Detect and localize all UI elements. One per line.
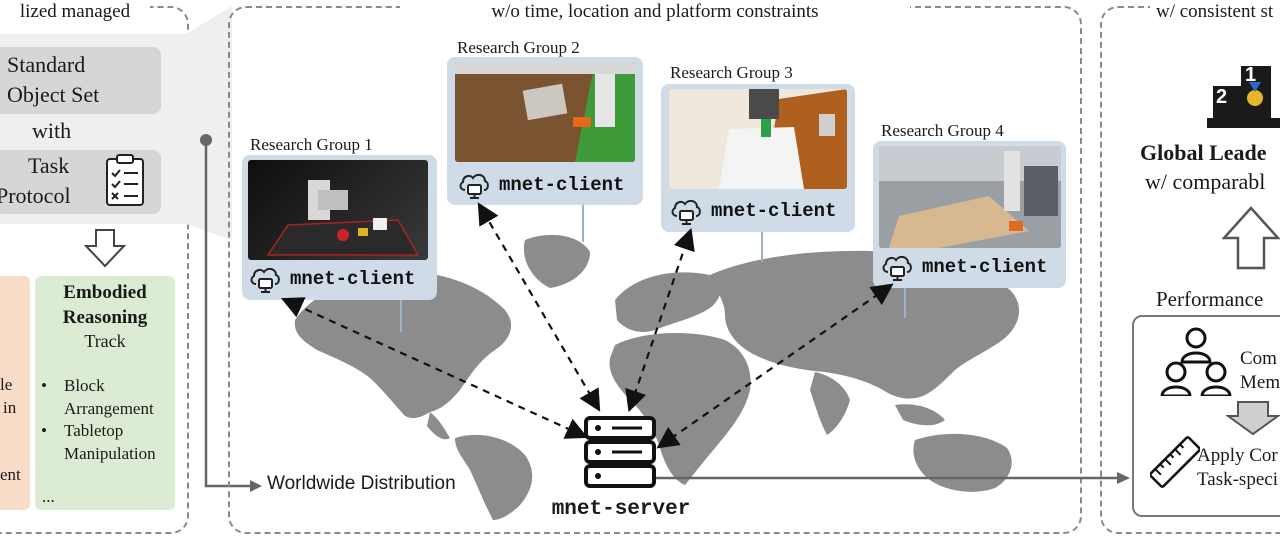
- client-label: mnet-client: [499, 174, 625, 196]
- list-item: Manipulation: [64, 444, 156, 463]
- research-group-4-label: Research Group 4: [881, 121, 1004, 140]
- mnet-client-3: mnet-client: [669, 196, 836, 226]
- track-sub: Track: [84, 331, 126, 351]
- cloud-monitor-icon: [671, 199, 701, 225]
- standard-object-set-box: [0, 47, 161, 114]
- standard-label: Standard: [7, 52, 86, 77]
- cloud-monitor-icon: [459, 173, 489, 199]
- mnet-client-1: mnet-client: [248, 264, 415, 294]
- lab-photo-4: [879, 146, 1061, 248]
- performance-box: [1132, 315, 1280, 517]
- ruler-icon: [1150, 436, 1200, 488]
- right-panel-title: w/ consistent st: [1150, 1, 1280, 23]
- lab-photo-2: [455, 62, 635, 162]
- committee-line-2: Mem: [1240, 372, 1280, 393]
- worldwide-distribution-label: Worldwide Distribution: [267, 473, 456, 494]
- global-leaderboard-label: Global Leade: [1140, 140, 1267, 165]
- bullet-dot: •: [41, 376, 47, 395]
- client-label: mnet-client: [711, 200, 837, 222]
- down-arrow-icon: [84, 229, 126, 268]
- list-item: Tabletop: [64, 421, 124, 440]
- protocol-label: Protocol: [0, 183, 71, 208]
- podium-icon: [1207, 66, 1280, 128]
- lab-photo-3: [669, 89, 847, 189]
- client-label: mnet-client: [290, 268, 416, 290]
- embodied-reasoning-card: [35, 276, 175, 510]
- research-group-3-label: Research Group 3: [670, 63, 793, 82]
- with-label: with: [32, 118, 72, 143]
- list-item: Block: [64, 376, 105, 395]
- partial-line-2: in: [3, 398, 17, 417]
- up-arrow-icon: [1222, 206, 1280, 270]
- object-set-label: Object Set: [7, 82, 100, 107]
- protocol-flare: [186, 6, 232, 240]
- track-title-1: Embodied: [63, 282, 147, 303]
- podium-1-label: 1: [1245, 64, 1257, 86]
- apply-line-2: Task-speci: [1197, 469, 1278, 490]
- center-panel-title: w/o time, location and platform constrai…: [400, 1, 910, 23]
- ellipsis: ...: [42, 487, 55, 506]
- podium-2-label: 2: [1216, 86, 1228, 108]
- list-item: Arrangement: [64, 399, 154, 418]
- mnet-server-label: mnet-server: [551, 498, 691, 521]
- mnet-client-2: mnet-client: [457, 170, 624, 200]
- partial-line-3: ent: [0, 465, 21, 484]
- comparable-label: w/ comparabl: [1145, 169, 1266, 194]
- apply-line-1: Apply Cor: [1197, 445, 1278, 466]
- left-panel-title: lized managed: [0, 1, 150, 23]
- mnet-client-4: mnet-client: [880, 252, 1047, 282]
- committee-line-1: Com: [1240, 348, 1277, 369]
- server-icon: [584, 416, 656, 488]
- checklist-icon: [106, 154, 144, 206]
- track-title-2: Reasoning: [62, 307, 148, 328]
- performance-label: Performance: [1156, 287, 1264, 311]
- track-card-partial: [0, 276, 30, 510]
- research-group-1-label: Research Group 1: [250, 135, 373, 154]
- partial-line-1: le: [0, 375, 13, 394]
- research-group-2-label: Research Group 2: [457, 38, 580, 57]
- bullet-dot: •: [41, 421, 47, 440]
- lab-photo-1: [248, 160, 428, 260]
- committee-icon: [1160, 327, 1232, 396]
- down-arrow-icon: [1226, 401, 1280, 436]
- cloud-monitor-icon: [250, 267, 280, 293]
- task-label: Task: [28, 153, 70, 178]
- distribution-connector: [200, 134, 262, 492]
- cloud-monitor-icon: [882, 255, 912, 281]
- client-label: mnet-client: [922, 256, 1048, 278]
